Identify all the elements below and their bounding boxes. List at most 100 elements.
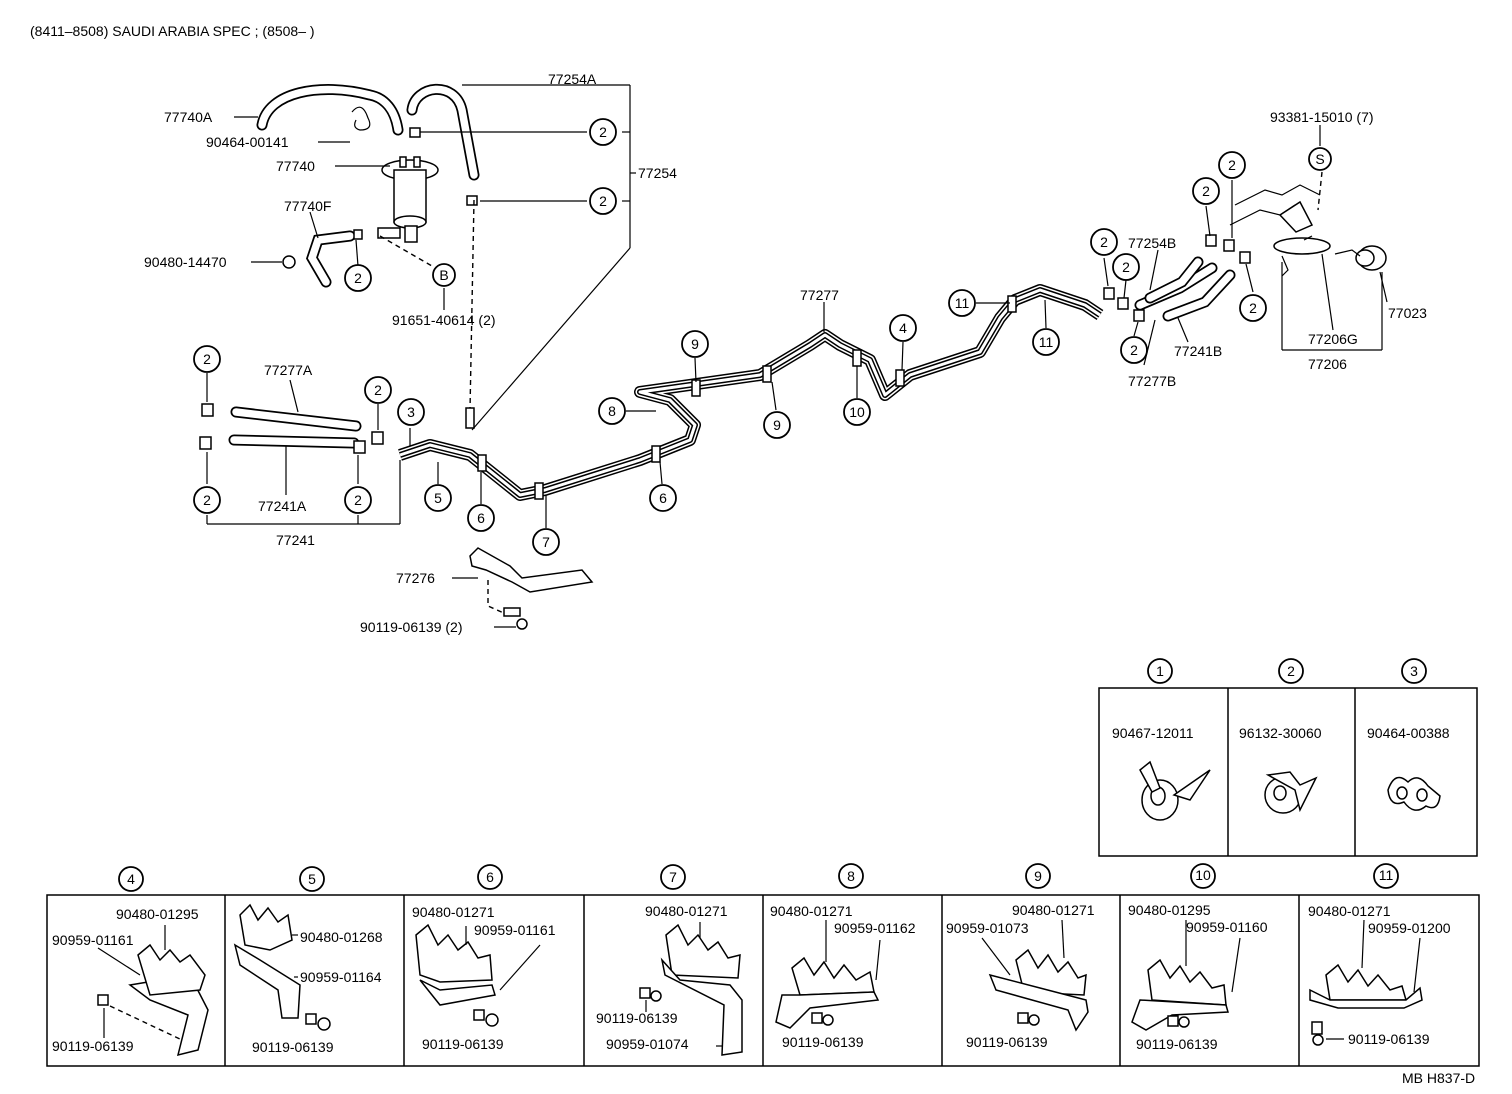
callouts-main: 2 2 2 B 2 2 3 2 2 5 6 7 8 6 9 9 10 4 11 … (193, 118, 1332, 556)
svg-text:11: 11 (1039, 334, 1054, 350)
callout-2: 2 (589, 118, 617, 146)
spec-header: (8411–8508) SAUDI ARABIA SPEC ; (8508– ) (30, 23, 315, 39)
label-77023: 77023 (1388, 305, 1427, 321)
bundle-clamps (477, 295, 1017, 500)
bracket10-part-bolt: 90119-06139 (1136, 1036, 1218, 1052)
label-77206: 77206 (1308, 356, 1347, 372)
label-77740f: 77740F (284, 198, 331, 214)
bracket6-icon (415, 923, 541, 1027)
callout-5: 5 (424, 484, 452, 512)
label-93381-15010: 93381-15010 (7) (1270, 109, 1374, 125)
svg-text:2: 2 (599, 193, 607, 209)
label-77206g: 77206G (1308, 331, 1358, 347)
svg-text:2: 2 (354, 492, 362, 508)
bracket8-part-bracket: 90959-01162 (834, 920, 916, 936)
label-77254: 77254 (638, 165, 677, 181)
bracket7-part-bracket: 90959-01074 (606, 1036, 689, 1052)
bracket9-part-clamp: 90480-01271 (1012, 902, 1095, 918)
hose-77254a (406, 83, 480, 181)
bracket6-part-clamp: 90480-01271 (412, 904, 495, 920)
hose-77277a (230, 406, 362, 432)
svg-text:4: 4 (899, 320, 907, 336)
bolt-90119-06139-icon (494, 607, 528, 630)
fuel-filter-77740-icon (377, 156, 439, 243)
svg-text:2: 2 (374, 382, 382, 398)
clamp-key-1: 1 (1147, 658, 1173, 684)
callout-2: 2 (1120, 336, 1148, 364)
clamp-part-1: 90467-12011 (1112, 725, 1194, 741)
callout-2: 2 (193, 486, 221, 514)
bracket-77276-icon (452, 547, 594, 593)
bracket-key-9: 9 (1025, 863, 1051, 889)
callout-7: 7 (532, 528, 560, 556)
label-77276: 77276 (396, 570, 435, 586)
callout-2: 2 (589, 187, 617, 215)
svg-text:2: 2 (203, 492, 211, 508)
svg-text:2: 2 (1228, 157, 1236, 173)
bracket4-part-bracket: 90959-01161 (52, 932, 134, 948)
bracket-key-10: 10 (1190, 863, 1216, 889)
bracket8-icon (775, 920, 881, 1029)
label-77740a: 77740A (164, 109, 213, 125)
bracket7-icon (639, 922, 743, 1056)
bracket-key-7: 7 (660, 864, 686, 890)
svg-text:5: 5 (434, 490, 442, 506)
svg-text:5: 5 (308, 871, 316, 887)
clamp-90464-00141-icon (351, 106, 371, 131)
clamp-part-3: 90464-00388 (1367, 725, 1450, 741)
callout-2: 2 (1192, 177, 1220, 205)
bracket-key-11: 11 (1373, 863, 1399, 889)
svg-text:2: 2 (1249, 300, 1257, 316)
bracket-key-6: 6 (477, 864, 503, 890)
clamp-key-3: 3 (1401, 658, 1427, 684)
bracket5-part-clamp: 90480-01268 (300, 929, 383, 945)
leader-dash-77254 (469, 199, 475, 411)
callout-2: 2 (344, 486, 372, 514)
svg-text:8: 8 (847, 868, 855, 884)
bracket-key-4: 4 (118, 866, 144, 892)
hose-77241a (228, 434, 360, 449)
bracket6-part-bolt: 90119-06139 (422, 1036, 504, 1052)
bracket5-part-bracket: 90959-01164 (300, 969, 382, 985)
callout-3: 3 (397, 398, 425, 426)
callout-9: 9 (763, 411, 791, 439)
leaders-right (1103, 125, 1388, 366)
clamp-96132-30060-icon (1264, 771, 1318, 814)
drawing-code: MB H837-D (1402, 1070, 1475, 1086)
label-77241b: 77241B (1174, 343, 1222, 359)
right-hose-clamps (1103, 234, 1251, 322)
label-77277a: 77277A (264, 362, 313, 378)
callout-6: 6 (467, 504, 495, 532)
bracket10-part-clamp: 90480-01295 (1128, 902, 1211, 918)
callout-4: 4 (889, 314, 917, 342)
label-90119-06139-2: 90119-06139 (2) (360, 619, 462, 635)
label-90464-00141: 90464-00141 (206, 134, 289, 150)
bracket6-part-bracket: 90959-01161 (474, 922, 556, 938)
bracket8-part-bolt: 90119-06139 (782, 1034, 864, 1050)
svg-text:7: 7 (542, 534, 550, 550)
svg-text:1: 1 (1156, 663, 1164, 679)
svg-text:2: 2 (1130, 342, 1138, 358)
callout-2: 2 (364, 376, 392, 404)
svg-text:7: 7 (669, 869, 677, 885)
callout-6: 6 (649, 484, 677, 512)
clamp-table: 1 2 3 90467-12011 96132-30060 90464-0038… (1098, 658, 1478, 857)
svg-text:9: 9 (1034, 868, 1042, 884)
callout-2: 2 (344, 264, 372, 292)
hose-77740a (256, 84, 404, 136)
svg-text:2: 2 (1287, 663, 1295, 679)
label-77254b: 77254B (1128, 235, 1176, 251)
bracket4-part-clamp: 90480-01295 (116, 906, 199, 922)
bracket5-icon (233, 903, 331, 1031)
bracket11-icon (1309, 919, 1423, 1046)
bracket7-part-clamp: 90480-01271 (645, 903, 728, 919)
svg-text:6: 6 (486, 869, 494, 885)
label-77241: 77241 (276, 532, 315, 548)
fuel-sender-77023-icon (1334, 245, 1387, 271)
leader-dash-screw (1317, 171, 1323, 211)
bracket4-part-bolt: 90119-06139 (52, 1038, 134, 1054)
label-77277b: 77277B (1128, 373, 1176, 389)
svg-text:11: 11 (955, 295, 970, 311)
callout-2: 2 (1112, 253, 1140, 281)
hose-77277b (1144, 256, 1204, 304)
